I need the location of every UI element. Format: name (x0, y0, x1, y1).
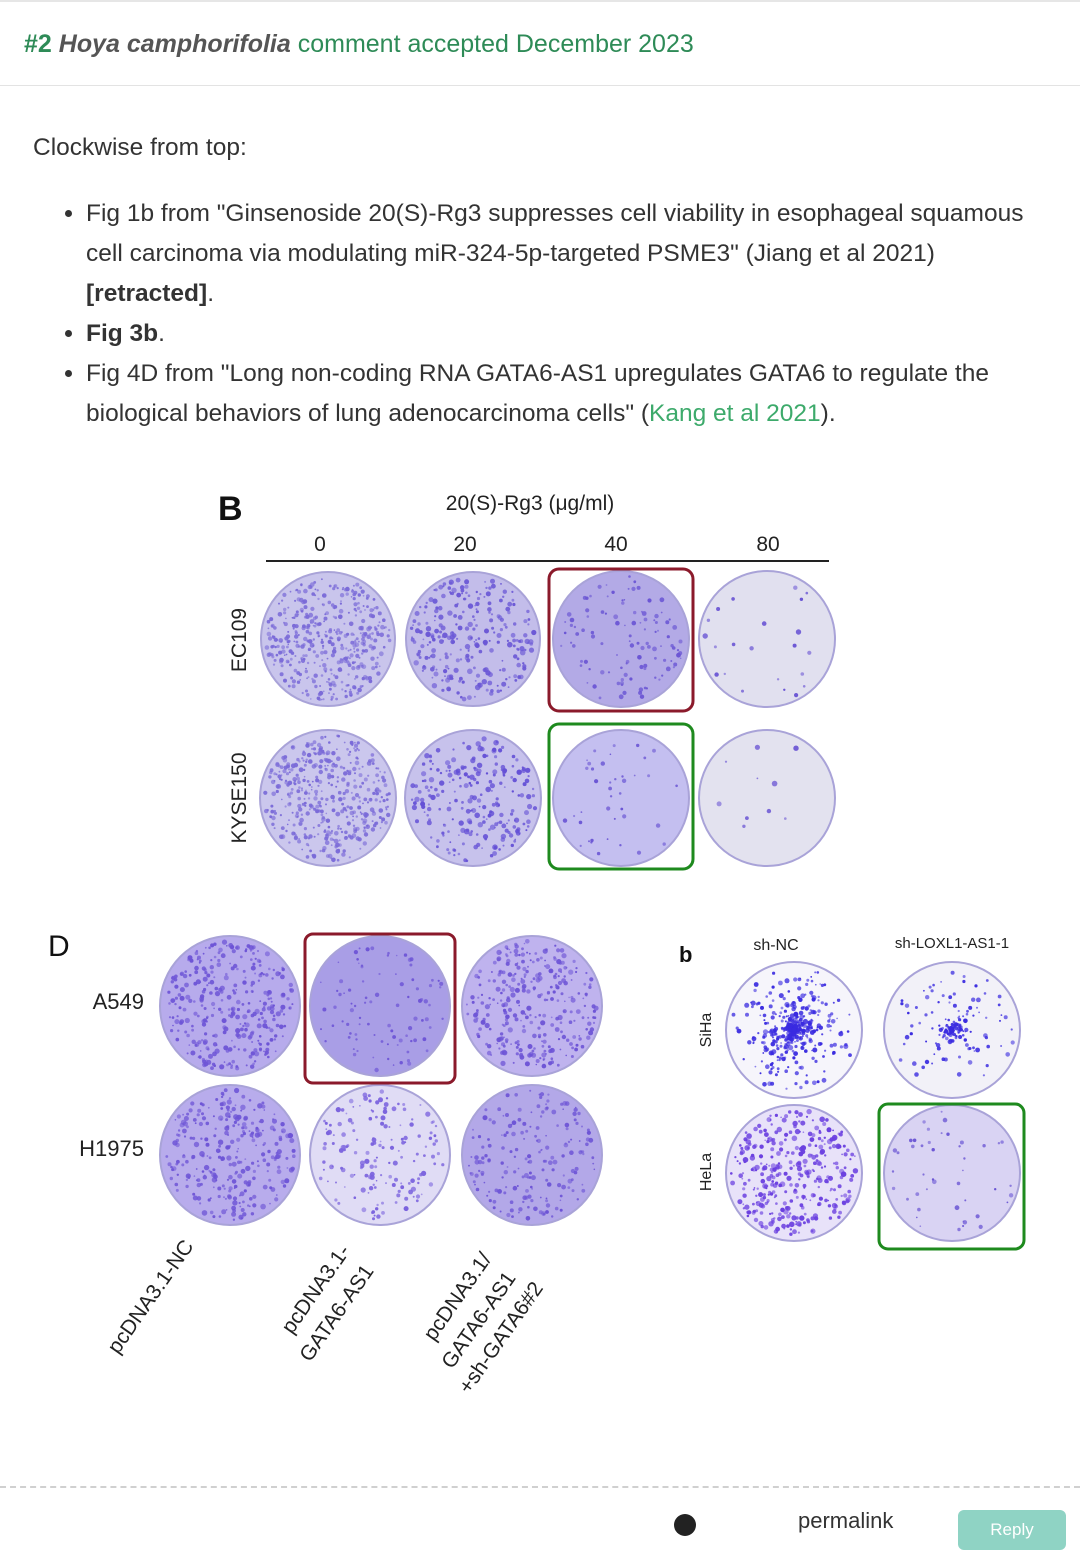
dose-label: 20 (453, 533, 476, 556)
dose-label: 0 (314, 533, 326, 556)
culture-dish (404, 729, 542, 867)
culture-dish (461, 1084, 603, 1226)
row-label: H1975 (79, 1136, 144, 1161)
list-item: Fig 1b from "Ginsenoside 20(S)-Rg3 suppr… (86, 194, 1053, 314)
culture-dish (725, 1104, 863, 1242)
culture-dish (552, 570, 690, 708)
culture-dish (260, 571, 396, 707)
comment-intro: Clockwise from top: (33, 134, 247, 161)
comment-header-line: #2 Hoya camphorifolia comment accepted D… (24, 30, 694, 59)
highlight-box-red (303, 932, 457, 1085)
highlight-box-red (547, 567, 695, 713)
list-item-end: . (207, 280, 214, 307)
list-item-end: ). (820, 400, 836, 427)
culture-dish (309, 1084, 451, 1226)
panel-d-dishes (159, 935, 603, 1226)
panel-b-treatment: 20(S)-Rg3 (μg/ml) (446, 492, 614, 515)
permalink-link[interactable]: permalink (798, 1508, 894, 1533)
list-item: Fig 3b. (86, 314, 1053, 354)
row-label: KYSE150 (228, 752, 251, 843)
culture-dish (259, 729, 397, 867)
column-label: sh-NC (753, 937, 798, 954)
row-label: HeLa (698, 1153, 715, 1191)
help-icon[interactable] (674, 1514, 696, 1536)
comment-status: comment accepted December 2023 (297, 30, 694, 58)
list-item-text: Fig 1b from "Ginsenoside 20(S)-Rg3 suppr… (86, 200, 1024, 267)
comment-author[interactable]: Hoya camphorifolia (58, 30, 291, 58)
panel-b-dishes (259, 570, 836, 867)
reply-button[interactable]: Reply (958, 1510, 1066, 1550)
figure-composite: B 20(S)-Rg3 (μg/ml) 0 20 40 80 EC109 KYS… (0, 470, 1080, 1470)
column-label: sh-LOXL1-AS1-1 (895, 935, 1009, 952)
culture-dish (309, 935, 451, 1077)
comment-list: Fig 1b from "Ginsenoside 20(S)-Rg3 suppr… (33, 194, 1053, 434)
culture-dish (725, 961, 863, 1099)
panel-d: D A549 H1975 pcDNA3.1-NC pcDNA3.1- GATA6… (48, 930, 603, 1398)
comment-body: Clockwise from top: Fig 1b from "Ginseno… (33, 128, 1053, 434)
culture-dish (883, 961, 1021, 1099)
list-item: Fig 4D from "Long non-coding RNA GATA6-A… (86, 354, 1053, 434)
panel-small-b-letter: b (679, 942, 692, 967)
panel-small-b: b sh-NC sh-LOXL1-AS1-1 SiHa HeLa (679, 935, 1026, 1251)
culture-dish (698, 729, 836, 867)
panel-b-letter: B (218, 490, 243, 528)
culture-dish (552, 729, 690, 867)
row-label: A549 (93, 989, 144, 1014)
comment-footer: permalink Reply (0, 1486, 1080, 1550)
list-item-text: Fig 4D from "Long non-coding RNA GATA6-A… (86, 360, 989, 427)
row-label: SiHa (698, 1013, 715, 1048)
culture-dish (159, 935, 301, 1077)
culture-dish (883, 1104, 1021, 1242)
panel-d-letter: D (48, 930, 70, 963)
paper-link[interactable]: Kang et al 2021 (649, 400, 821, 427)
dose-label: 80 (756, 533, 779, 556)
culture-dish (159, 1084, 301, 1226)
dose-label: 40 (604, 533, 627, 556)
row-label: EC109 (228, 608, 251, 672)
list-item-end: . (158, 320, 165, 347)
culture-dish (461, 935, 603, 1077)
figure-svg: B 20(S)-Rg3 (μg/ml) 0 20 40 80 EC109 KYS… (48, 490, 1026, 1398)
highlight-box-green (547, 722, 695, 871)
comment-number[interactable]: #2 (24, 30, 52, 58)
retracted-label: [retracted] (86, 280, 208, 307)
comment-header: #2 Hoya camphorifolia comment accepted D… (0, 0, 1080, 86)
panel-small-b-dishes (725, 961, 1021, 1242)
highlight-box-green (877, 1102, 1026, 1251)
culture-dish (405, 571, 541, 707)
culture-dish (698, 570, 836, 708)
list-item-bold: Fig 3b (86, 320, 159, 347)
panel-b: B 20(S)-Rg3 (μg/ml) 0 20 40 80 EC109 KYS… (218, 490, 836, 871)
column-label: pcDNA3.1-NC (103, 1236, 198, 1358)
